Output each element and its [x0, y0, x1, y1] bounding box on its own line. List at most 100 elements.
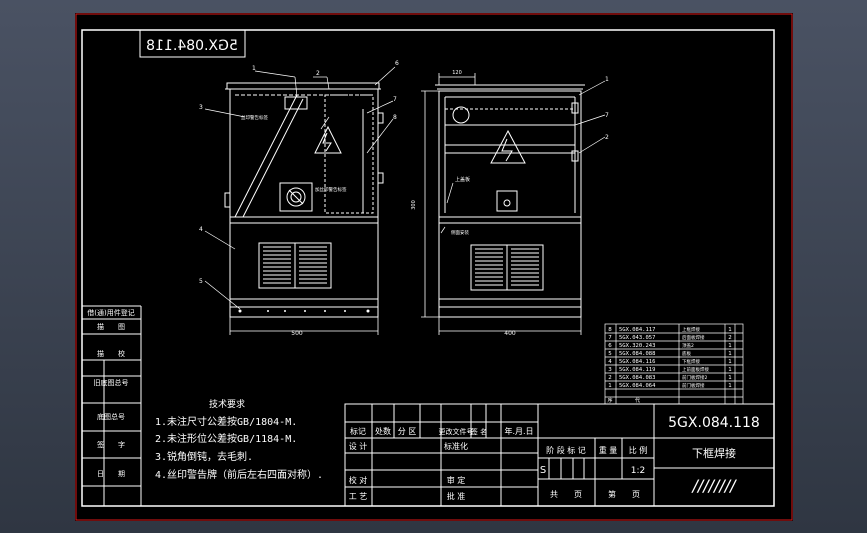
- strip-label: 旧底图总号: [94, 378, 129, 387]
- side-dimension-label: 120: [452, 70, 462, 76]
- mirrored-number-box: 5GX.084.118: [139, 29, 246, 58]
- side-balloon: 7: [605, 112, 609, 119]
- part-code: 5GX.043.057: [619, 335, 655, 341]
- title-slashes: ////////: [690, 476, 737, 495]
- strip-label: 借(通)用件登记: [87, 308, 134, 317]
- part-no: 1: [608, 383, 612, 389]
- front-note: 丝印警告标签: [241, 114, 268, 121]
- part-name: 上前面板焊接: [682, 366, 709, 373]
- sheet-no: 第 页: [608, 489, 640, 499]
- side-dimension-label: 300: [411, 200, 417, 210]
- rev-header: 标记: [350, 426, 366, 436]
- tech-heading: 技术要求: [209, 398, 245, 410]
- front-vent-slats: [263, 246, 327, 284]
- process-label: 工 艺: [349, 492, 368, 501]
- outer-border: [75, 13, 793, 521]
- part-no: 7: [608, 335, 612, 341]
- front-note: 加丝印警告标签: [315, 186, 347, 193]
- part-no: 3: [608, 367, 612, 373]
- design-label: 设 计: [349, 441, 368, 451]
- part-name: 顶盖2: [682, 342, 694, 349]
- parts-row: 6 5GX.320.243 顶盖2 1: [608, 342, 732, 349]
- side-note: 侧面安装: [451, 229, 469, 236]
- part-name: 上框焊接: [682, 326, 700, 333]
- parts-row: 2 5GX.084.083 前门板焊接2 1: [608, 374, 732, 381]
- strip-label: 底图总号: [97, 412, 125, 421]
- mirrored-number: 5GX.084.118: [146, 38, 238, 54]
- title-block: 标记 处数 分 区 更改文件号 签 名 年.月.日 设 计 标准化 校 对 工 …: [349, 415, 760, 501]
- left-strip: [82, 305, 142, 506]
- stage-header: 阶 段 标 记: [546, 445, 586, 455]
- part-code: 5GX.084.083: [619, 375, 655, 381]
- parts-list: 8 5GX.084.117 上框焊接 1 7 5GX.043.057 后面板焊接…: [607, 326, 731, 404]
- title-part-name: 下框焊接: [692, 446, 736, 460]
- part-code: 5GX.320.243: [619, 343, 655, 349]
- part-no: 5: [608, 351, 612, 357]
- front-view: [224, 82, 384, 318]
- tech-item: 2.未注形位公差按GB/1184-M.: [155, 432, 297, 445]
- drawing-canvas: 5GX.084.118 借(通)用件登记 描 图 描 校 旧底图总号 底图总号 …: [75, 13, 793, 521]
- side-dimension-label: 400: [504, 330, 516, 337]
- approve-label: 批 准: [447, 491, 466, 501]
- strip-label: 日 期: [97, 470, 125, 478]
- front-balloon: 4: [199, 226, 203, 233]
- front-dimension: [229, 317, 379, 335]
- front-leaders: [204, 66, 396, 310]
- part-qty: 2: [728, 335, 732, 341]
- front-balloon: 1: [252, 65, 256, 72]
- part-code: 5GX.084.116: [619, 359, 655, 365]
- part-qty: 1: [728, 375, 732, 381]
- sheet-total: 共 页: [550, 490, 582, 499]
- part-qty: 1: [728, 351, 732, 357]
- standard-label: 标准化: [444, 441, 468, 451]
- part-name: 后面板焊接: [682, 334, 705, 341]
- part-code: 5GX.084.064: [619, 383, 656, 389]
- tech-requirements: 技术要求 1.未注尺寸公差按GB/1804-M. 2.未注形位公差按GB/118…: [155, 398, 323, 481]
- part-qty: 1: [728, 383, 732, 389]
- part-qty: 1: [728, 359, 732, 365]
- front-balloon: 8: [393, 114, 397, 121]
- stage-header: 比 例: [629, 445, 648, 455]
- parts-footer-code: 代: [635, 397, 640, 404]
- part-qty: 1: [728, 327, 732, 333]
- front-bolts: [238, 309, 370, 313]
- parts-footer-no: 序: [607, 397, 612, 404]
- side-note: 上盖板: [455, 176, 470, 183]
- part-qty: 1: [728, 343, 732, 349]
- front-balloon: 6: [395, 60, 399, 67]
- part-name: 前门板焊接: [682, 382, 705, 389]
- rev-header: 签 名: [471, 427, 487, 436]
- part-no: 4: [608, 359, 612, 365]
- part-no: 8: [608, 327, 612, 333]
- stage-value: S: [540, 465, 546, 476]
- strip-label: 描 图: [97, 322, 125, 331]
- part-name: 前门板焊接2: [682, 374, 707, 381]
- rev-header: 处数: [375, 426, 391, 436]
- tech-item: 3.锐角倒钝，去毛刺.: [155, 450, 253, 463]
- title-block-grid: [344, 403, 775, 507]
- side-view: [435, 84, 585, 318]
- check-label: 校 对: [349, 475, 368, 485]
- rev-header: 分 区: [398, 427, 417, 436]
- rev-header: 更改文件号: [439, 427, 474, 436]
- tech-item: 1.未注尺寸公差按GB/1804-M.: [155, 415, 297, 428]
- stage-header: 重 量: [599, 445, 618, 455]
- side-dimensions: [421, 73, 582, 335]
- rev-header: 年.月.日: [504, 426, 533, 436]
- side-balloon: 2: [605, 134, 609, 141]
- part-name: 底板: [682, 350, 691, 357]
- part-code: 5GX.084.088: [619, 351, 655, 357]
- side-leaders: [440, 80, 606, 234]
- left-strip-labels: 借(通)用件登记 描 图 描 校 旧底图总号 底图总号 签 字 日 期: [87, 308, 134, 478]
- parts-row: 8 5GX.084.117 上框焊接 1: [608, 326, 732, 333]
- strip-label: 描 校: [97, 349, 125, 358]
- part-qty: 1: [728, 367, 732, 373]
- front-balloon: 2: [316, 70, 320, 77]
- parts-row: 7 5GX.043.057 后面板焊接 2: [608, 334, 732, 341]
- scale-value: 1:2: [631, 466, 645, 476]
- side-balloon: 1: [605, 76, 609, 83]
- front-balloon: 5: [199, 278, 203, 285]
- part-no: 6: [608, 343, 612, 349]
- part-no: 2: [608, 375, 612, 381]
- strip-label: 签 字: [97, 440, 125, 449]
